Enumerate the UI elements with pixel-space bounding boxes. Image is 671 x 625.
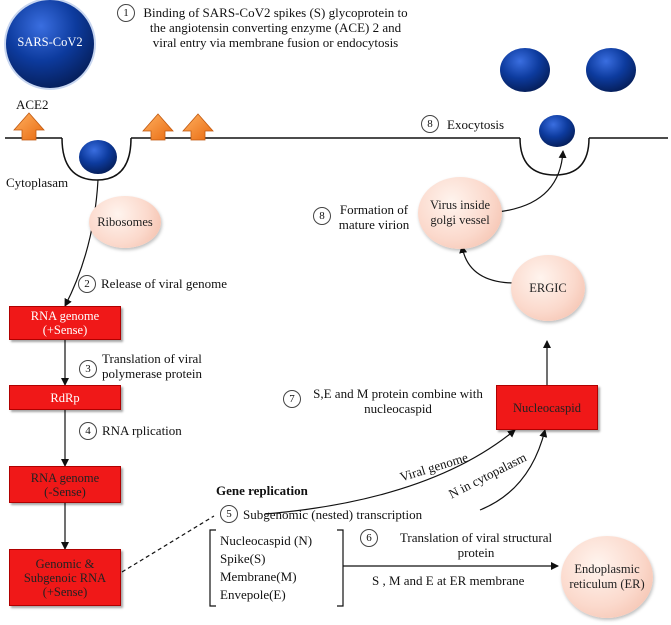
protein-item-spike: Spike(S): [220, 551, 266, 566]
step-8-exocytosis-text: Exocytosis: [447, 117, 505, 132]
cytoplasm-label: Cytoplasam: [6, 175, 69, 190]
arrow-viral-genome: [264, 429, 516, 515]
ergic-bubble: ERGIC: [511, 255, 585, 321]
rdrp-box: RdRp: [9, 385, 121, 410]
rna-genome-positive-box: RNA genome (+Sense): [9, 306, 121, 340]
dashed-connector: [121, 515, 215, 573]
virus-large: [4, 0, 96, 90]
ace2-receptor-2: [142, 113, 174, 141]
ace2-label: ACE2: [16, 97, 49, 112]
gene-replication-title: Gene replication: [216, 483, 308, 498]
arrow-golgi-to-exocytosis: [496, 150, 567, 213]
genomic-rna-box: Genomic & Subgenoic RNA (+Sense): [9, 549, 121, 606]
step-2-number: 2: [78, 275, 96, 293]
protein-bracket: [209, 529, 344, 607]
rna-genome-negative-box: RNA genome (-Sense): [9, 466, 121, 503]
free-virion-1: [500, 48, 550, 92]
step-3-number: 3: [79, 360, 97, 378]
step-5-text: Subgenomic (nested) transcription: [243, 507, 423, 522]
step-5-number: 5: [220, 505, 238, 523]
arrow-release-genome: [64, 179, 99, 307]
ace2-receptor-1: [13, 112, 45, 141]
exiting-virion: [539, 115, 575, 147]
arrow-n-cytoplasm: [479, 429, 548, 511]
step-8-exocytosis-number: 8: [421, 115, 439, 133]
step-6-text: Translation of viral structural protein: [399, 530, 553, 560]
step-1-text: Binding of SARS-CoV2 spikes (S) glycopro…: [143, 5, 408, 50]
arrow-ergic-to-golgi: [459, 245, 514, 284]
step-3-text: Translation of viral polymerase protein: [102, 351, 202, 381]
nucleocapsid-box: Nucleocaspid: [496, 385, 598, 430]
entering-virion: [79, 140, 117, 174]
step-2-text: Release of viral genome: [101, 276, 227, 291]
protein-item-envelope: Envepole(E): [220, 587, 286, 602]
golgi-bubble: Virus inside golgi vessel: [418, 177, 502, 249]
er-bubble: Endoplasmic reticulum (ER): [561, 536, 653, 618]
endocytic-pocket: [61, 137, 132, 181]
er-membrane-label: S , M and E at ER membrane: [372, 573, 525, 588]
step-6-number: 6: [360, 529, 378, 547]
free-virion-2: [586, 48, 636, 92]
step-1-number: 1: [117, 4, 135, 22]
ace2-receptor-3: [182, 113, 214, 141]
step-4-number: 4: [79, 422, 97, 440]
step-8-formation-number: 8: [313, 207, 331, 225]
step-4-text: RNA rplication: [102, 423, 182, 438]
exocytic-pocket: [519, 137, 590, 176]
protein-item-membrane: Membrane(M): [220, 569, 297, 584]
virus-label: SARS-CoV2: [17, 35, 83, 49]
protein-item-nucleocapsid: Nucleocaspid (N): [220, 533, 313, 548]
step-7-text: S,E and M protein combine with nucleocas…: [313, 386, 483, 416]
step-7-number: 7: [283, 390, 301, 408]
ribosomes-bubble: Ribosomes: [89, 196, 161, 248]
step-8-formation-text: Formation of mature virion: [338, 202, 410, 232]
